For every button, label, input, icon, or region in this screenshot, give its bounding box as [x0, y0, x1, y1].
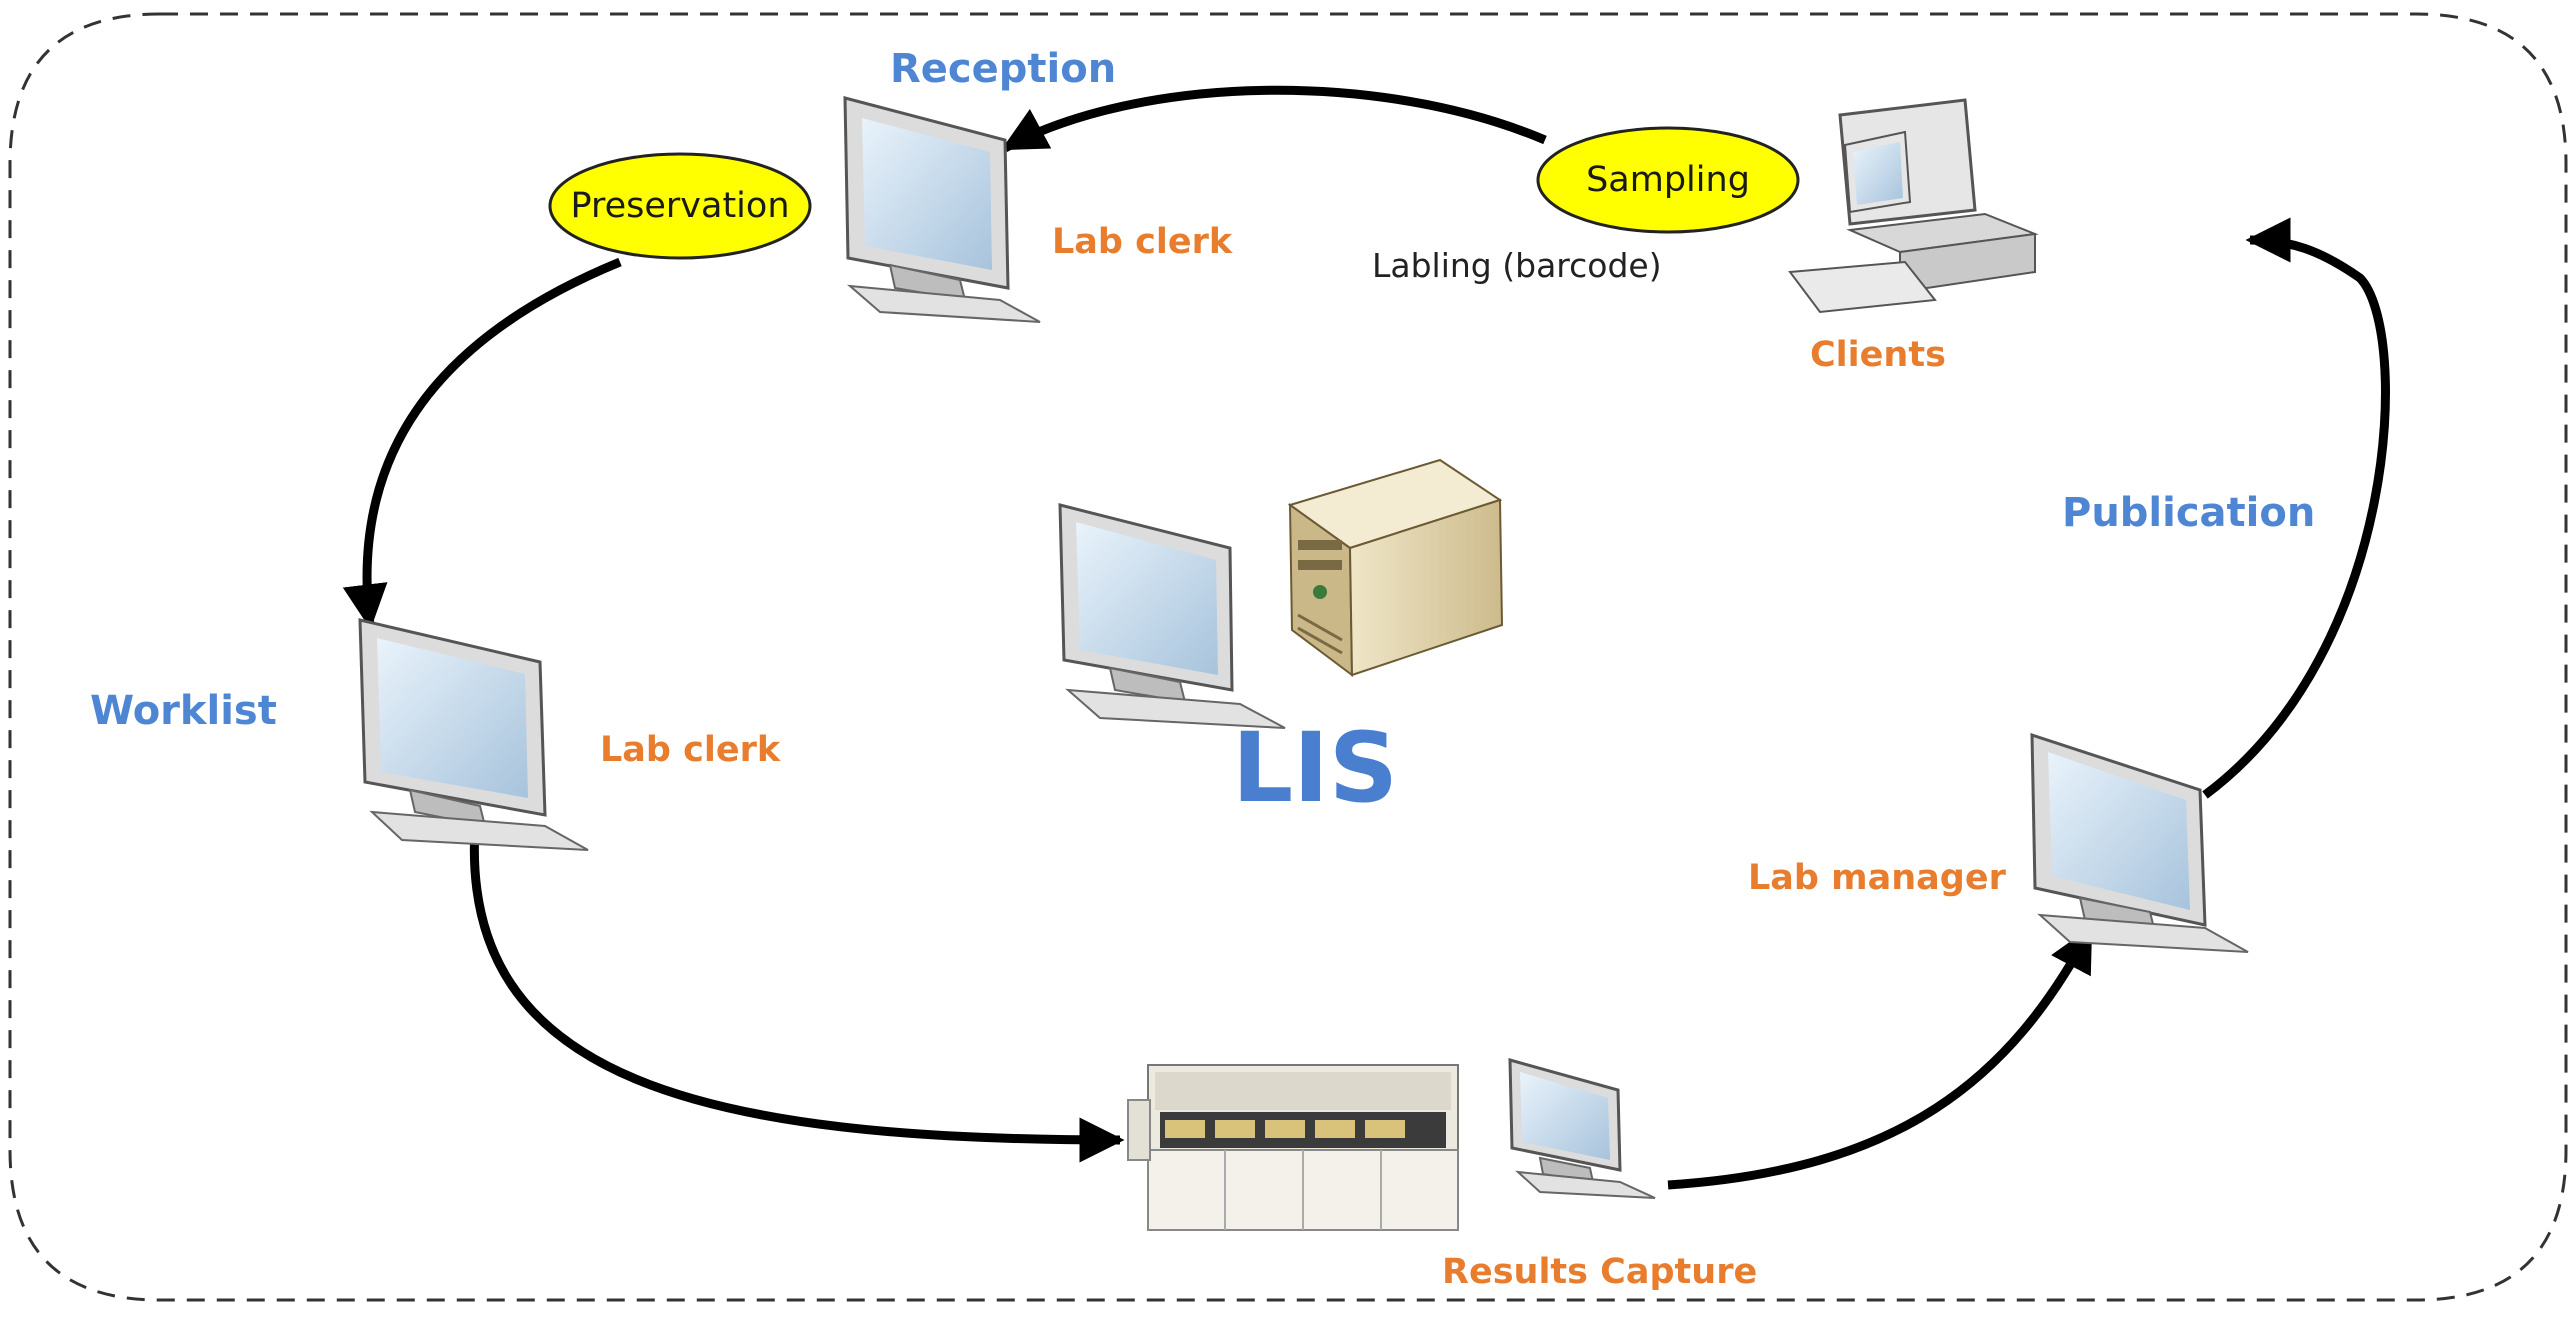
dashed-boundary [8, 12, 2568, 1302]
results-capture-label: Results Capture [1442, 1252, 1758, 1292]
clients-label: Clients [1810, 335, 1946, 375]
sampling-label: Sampling [1586, 160, 1750, 200]
monitor-icon [1058, 503, 1286, 729]
lab-analyzer-icon [1127, 1064, 1459, 1231]
arrow-sampling-to-reception [1001, 85, 1547, 152]
arrow-worklist-to-analyzer [469, 827, 1125, 1163]
arrow-capture-to-manager [1667, 926, 2094, 1190]
arrow-preservation-to-worklist [342, 257, 622, 630]
reception-role-label: Lab clerk [1052, 222, 1233, 262]
reception-label: Reception [890, 46, 1117, 92]
monitor-icon [2030, 732, 2249, 953]
monitor-icon [843, 96, 1041, 323]
manager-role-label: Lab manager [1748, 858, 2006, 898]
desktop-computer-icon [1788, 98, 2039, 314]
monitor-icon [358, 618, 589, 851]
preservation-label: Preservation [570, 186, 790, 226]
worklist-role-label: Lab clerk [600, 730, 781, 770]
labeling-note: Labling (barcode) [1372, 246, 1662, 285]
server-tower-icon [1287, 458, 1504, 678]
monitor-icon [1508, 1058, 1656, 1199]
sampling-oval [1536, 126, 1800, 234]
arrow-manager-to-clients [2202, 217, 2390, 799]
publication-label: Publication [2062, 490, 2316, 536]
worklist-label: Worklist [90, 688, 277, 734]
lis-label: LIS [1232, 712, 1399, 824]
preservation-oval [548, 152, 812, 260]
